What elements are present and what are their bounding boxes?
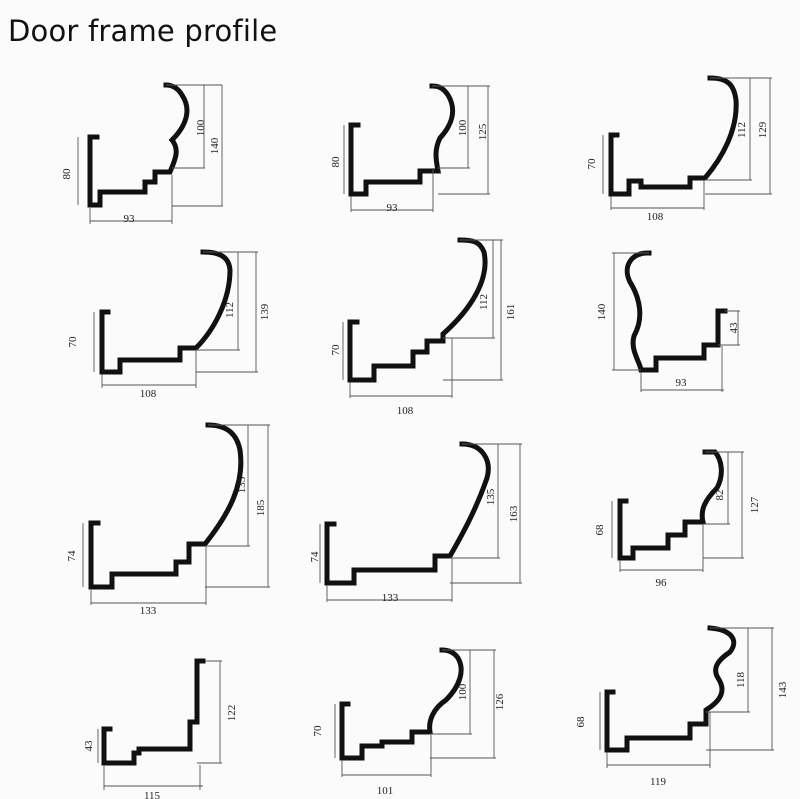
profile-3-dim-width: 108: [647, 211, 664, 223]
profile-5-dim-width: 108: [397, 405, 414, 417]
profile-4-dim-inner: 112: [224, 302, 236, 318]
profile-9-outline: [617, 449, 724, 561]
profile-8-dim-width: 133: [382, 592, 399, 604]
profile-8-dim-inner: 135: [485, 488, 497, 505]
profile-1-dim-height: 80: [61, 168, 73, 180]
profile-1: 80 93 100 140: [61, 82, 223, 225]
profile-5-dim-height: 70: [330, 344, 342, 356]
profile-4-dim-width: 108: [140, 388, 157, 400]
profile-4-dim-lines: [93, 251, 258, 388]
profile-6-dim-height: 140: [596, 303, 608, 320]
profile-7-dim-width: 133: [140, 605, 157, 617]
profile-3-dim-lines: [602, 77, 772, 210]
profile-6-outline: [624, 250, 728, 373]
profile-12-dim-width: 119: [650, 776, 667, 788]
profile-8-dim-outer: 163: [508, 505, 520, 522]
profile-12: 68 119 118 143: [575, 625, 789, 788]
profile-7-dim-outer: 185: [255, 499, 267, 516]
profile-12-dim-height: 68: [575, 716, 587, 728]
profile-4-dim-outer: 139: [259, 303, 271, 320]
profile-1-dim-inner: 100: [195, 119, 207, 136]
profile-12-dim-lines: [599, 627, 774, 768]
profile-6: 140 93 43: [596, 250, 740, 392]
profile-3-dim-height: 70: [586, 158, 598, 170]
profile-8-dim-height: 74: [309, 551, 321, 563]
profile-2: 80 93 100 125: [330, 83, 490, 214]
profile-9-dim-outer: 127: [749, 496, 761, 513]
profile-11-dim-lines: [334, 649, 496, 777]
profile-2-dim-inner: 100: [457, 119, 469, 136]
profile-7-outline: [88, 422, 244, 590]
profile-5: 70 108 112 161: [330, 237, 517, 417]
profile-1-dim-width: 93: [124, 213, 136, 225]
profile-1-outline: [87, 82, 190, 208]
profile-9-dim-lines: [611, 451, 744, 572]
profile-11-dim-width: 101: [377, 785, 394, 797]
profile-3: 70 108 112 129: [586, 75, 772, 223]
profile-10-dim-side: 122: [226, 705, 238, 722]
profile-10-dim-lines: [97, 660, 222, 790]
profile-3-dim-inner: 112: [736, 122, 748, 138]
profile-9: 68 96 82 127: [594, 449, 761, 589]
profile-8-outline: [324, 441, 491, 586]
profile-10-dim-height: 43: [83, 740, 95, 752]
profile-2-outline: [348, 83, 456, 197]
profile-9-dim-inner: 82: [714, 490, 726, 501]
profile-9-dim-width: 96: [656, 577, 668, 589]
profile-5-dim-inner: 112: [478, 294, 490, 310]
profile-1-dim-lines: [77, 84, 223, 224]
profile-10: 43 115 122: [83, 658, 238, 799]
profile-5-dim-lines: [342, 239, 503, 398]
page-title: Door frame profile: [8, 14, 278, 48]
profile-5-outline: [347, 237, 488, 383]
profile-6-dim-lines: [612, 252, 740, 392]
profile-5-dim-outer: 161: [505, 304, 517, 321]
profile-4-outline: [99, 249, 233, 375]
profile-3-dim-outer: 129: [757, 121, 769, 138]
profile-11-dim-inner: 100: [457, 683, 469, 700]
profile-10-outline: [101, 658, 206, 766]
profile-11: 70 101 100 126: [312, 647, 506, 797]
profile-4: 70 108 112 139: [67, 249, 271, 400]
profile-1-dim-outer: 140: [209, 137, 221, 154]
profile-11-outline: [339, 647, 464, 761]
profile-9-dim-height: 68: [594, 524, 606, 536]
profile-12-dim-outer: 143: [777, 681, 789, 698]
profile-2-dim-width: 93: [387, 202, 399, 214]
profile-6-dim-small: 43: [728, 322, 740, 334]
profile-11-dim-outer: 126: [494, 693, 506, 710]
profile-8: 74 133 135 163: [309, 441, 522, 604]
profile-8-dim-lines: [319, 443, 522, 602]
profile-7: 74 133 135 185: [66, 422, 270, 617]
profile-2-dim-lines: [343, 85, 490, 212]
profile-7-dim-lines: [82, 424, 270, 605]
profile-11-dim-height: 70: [312, 725, 324, 737]
profile-12-dim-inner: 118: [735, 671, 747, 688]
profile-2-dim-height: 80: [330, 156, 342, 168]
profile-6-dim-width: 93: [676, 377, 688, 389]
profile-3-outline: [608, 75, 739, 197]
profile-12-outline: [604, 625, 737, 753]
profile-10-dim-width: 115: [144, 790, 161, 799]
profile-4-dim-height: 70: [67, 336, 79, 348]
profile-2-dim-outer: 125: [477, 123, 489, 140]
profile-7-dim-inner: 135: [236, 476, 248, 493]
profile-7-dim-height: 74: [66, 550, 78, 562]
